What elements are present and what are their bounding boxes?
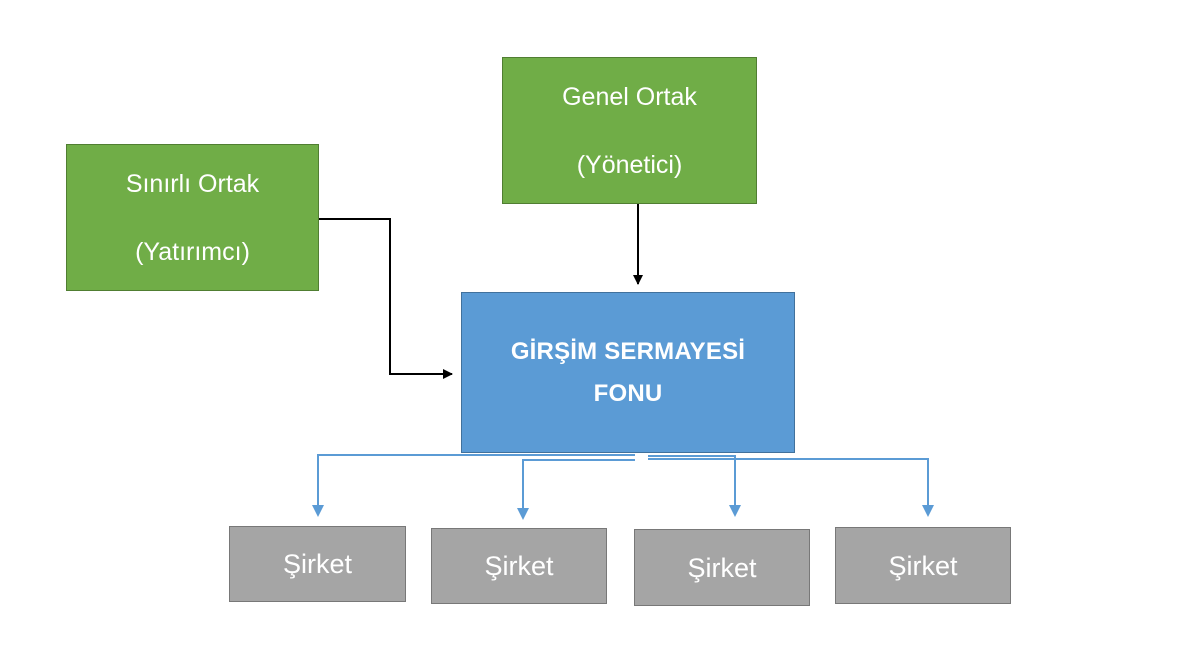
company-label: Şirket — [484, 551, 554, 581]
fund-title-line-1: GİRŞİM SERMAYESİ — [510, 337, 746, 365]
limited-partner-subtitle: (Yatırımcı) — [135, 237, 250, 266]
company-box-3: Şirket — [634, 529, 810, 606]
venture-capital-fund-box: GİRŞİM SERMAYESİ FONU — [461, 292, 795, 453]
limited-partner-title: Sınırlı Ortak — [125, 169, 260, 198]
company-box-2: Şirket — [431, 528, 607, 604]
general-partner-box: Genel Ortak (Yönetici) — [502, 57, 757, 204]
fund-to-company-4-arrow — [648, 458, 934, 517]
fund-title-line-2: FONU — [593, 379, 663, 407]
general-partner-subtitle: (Yönetici) — [576, 150, 683, 179]
limited-partner-to-fund-arrow — [319, 218, 453, 379]
fund-to-company-3-arrow — [648, 455, 741, 517]
company-label: Şirket — [888, 550, 958, 581]
fund-to-company-1-arrow — [312, 454, 635, 517]
company-box-1: Şirket — [229, 526, 406, 602]
company-box-4: Şirket — [835, 527, 1011, 604]
company-label: Şirket — [282, 549, 353, 579]
company-label: Şirket — [687, 552, 757, 583]
limited-partner-box: Sınırlı Ortak (Yatırımcı) — [66, 144, 319, 291]
general-partner-title: Genel Ortak — [562, 82, 697, 111]
fund-to-company-2-arrow — [517, 459, 635, 520]
